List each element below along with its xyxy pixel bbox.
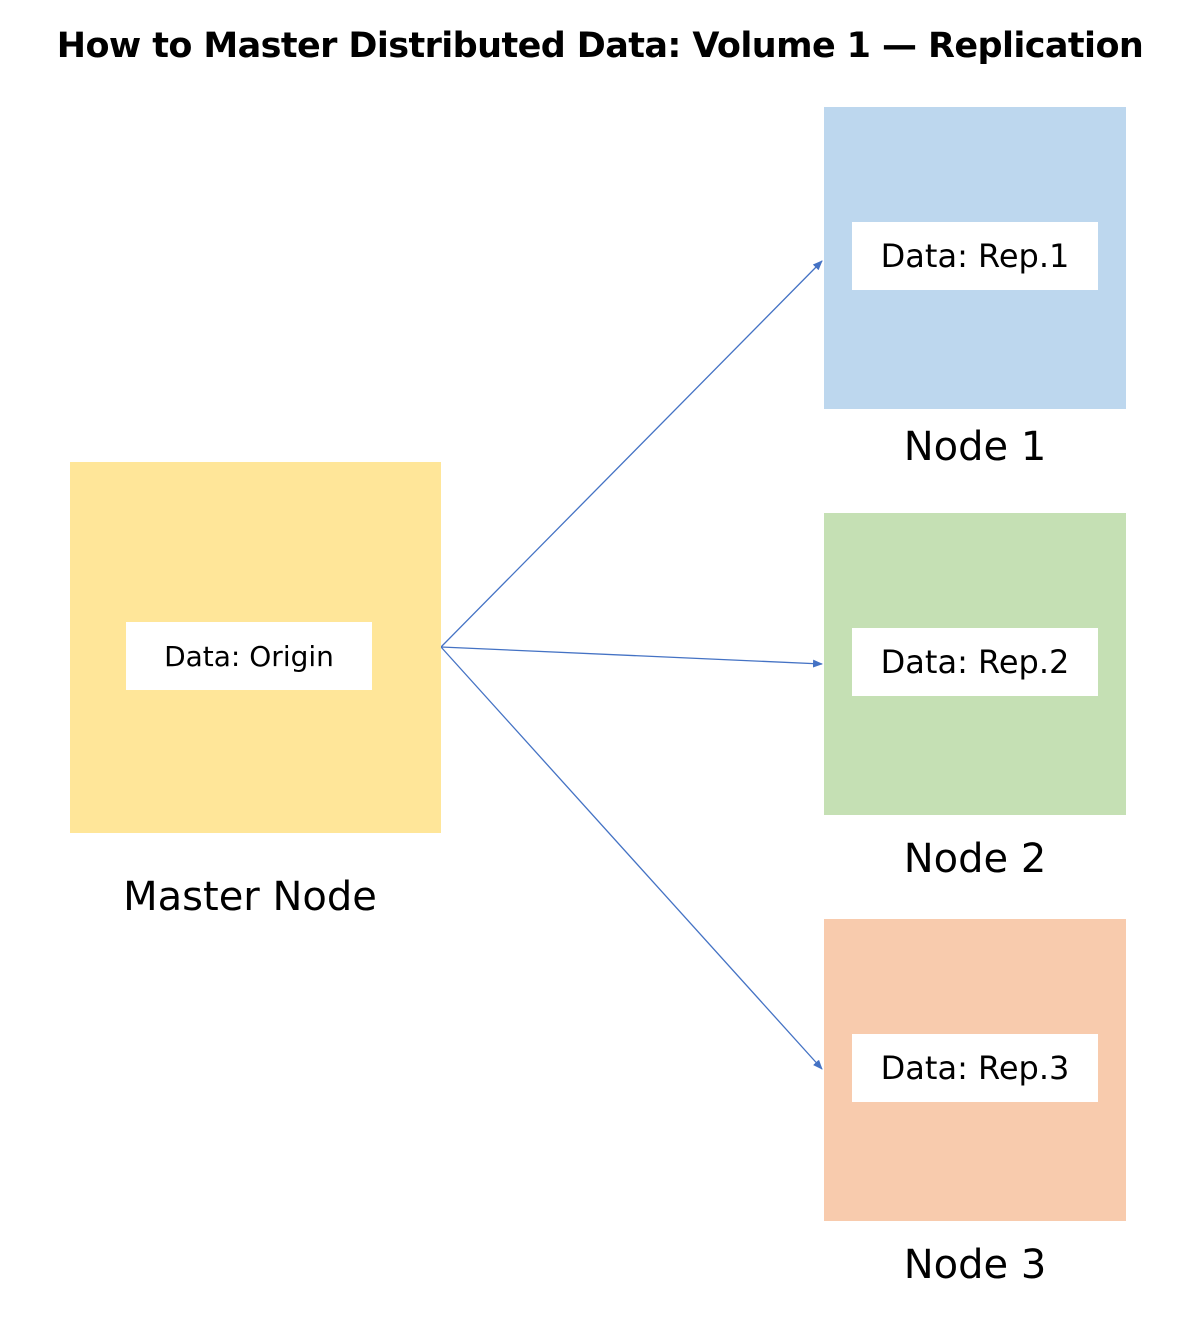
node-1-data-label: Data: Rep.1 bbox=[852, 222, 1098, 290]
node-2-box: Data: Rep.2 bbox=[824, 513, 1126, 815]
node-1-box: Data: Rep.1 bbox=[824, 107, 1126, 409]
node-3-caption: Node 3 bbox=[903, 1242, 1047, 1288]
master-data-label: Data: Origin bbox=[126, 622, 372, 690]
node-2-caption: Node 2 bbox=[903, 836, 1047, 882]
node-1-caption: Node 1 bbox=[903, 424, 1047, 470]
node-3-box: Data: Rep.3 bbox=[824, 919, 1126, 1221]
arrow-to-node-2 bbox=[440, 646, 823, 668]
node-3-data-label: Data: Rep.3 bbox=[852, 1034, 1098, 1102]
node-2-data-label: Data: Rep.2 bbox=[852, 628, 1098, 696]
diagram-title: How to Master Distributed Data: Volume 1… bbox=[56, 26, 1144, 66]
arrow-to-node-3 bbox=[440, 646, 823, 1070]
master-node-box: Data: Origin bbox=[70, 462, 441, 833]
arrow-to-node-1 bbox=[440, 260, 823, 648]
master-node-caption: Master Node bbox=[123, 874, 377, 920]
